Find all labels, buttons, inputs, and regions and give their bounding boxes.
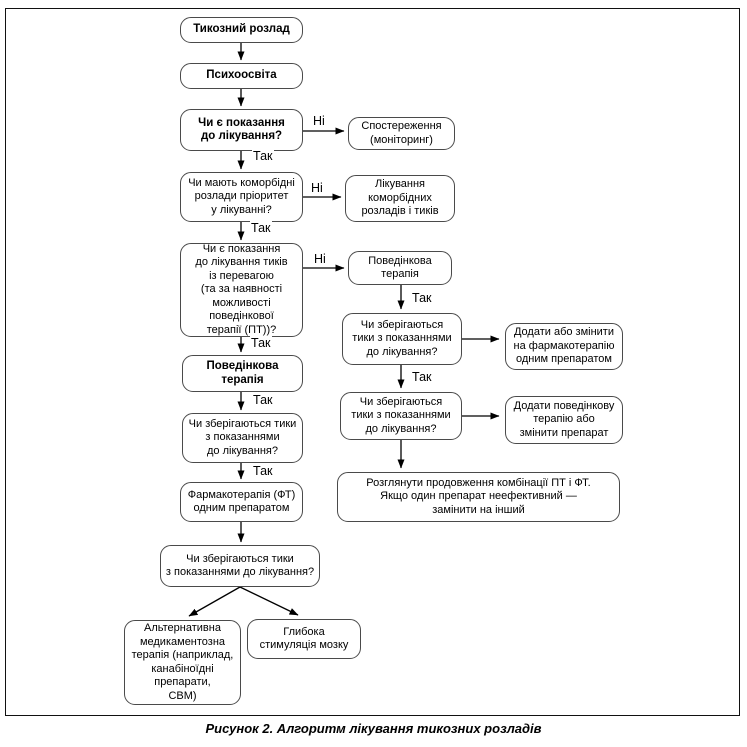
- node-pharmacotherapy: Фармакотерапія (ФТ) одним препаратом: [180, 482, 303, 522]
- node-question-treatment-indication: Чи є показання до лікування?: [180, 109, 303, 151]
- node-question-comorbid-priority: Чи мають коморбідні розлади пріоритет у …: [180, 172, 303, 222]
- node-question-tics-persist-wide: Чи зберігаються тики з показаннями до лі…: [160, 545, 320, 587]
- node-deep-brain-stimulation: Глибока стимуляція мозку: [247, 619, 361, 659]
- node-behavioral-therapy: Поведінкова терапія: [182, 355, 303, 392]
- node-add-pharmacotherapy: Додати або змінити на фармакотерапію одн…: [505, 323, 623, 370]
- edge-label-no-3: Ні: [313, 252, 327, 266]
- node-question-tics-persist-left: Чи зберігаються тики з показаннями до лі…: [182, 413, 303, 463]
- edge-label-yes-7: Так: [411, 370, 433, 384]
- node-alternative-therapy: Альтернативна медикаментозна терапія (на…: [124, 620, 241, 705]
- node-question-tics-persist-r1: Чи зберігаються тики з показаннями до лі…: [342, 313, 462, 365]
- edge-label-yes-2: Так: [250, 221, 272, 235]
- edge-label-yes-6: Так: [411, 291, 433, 305]
- edge-label-yes-5: Так: [252, 464, 274, 478]
- edge-label-no-2: Ні: [310, 181, 324, 195]
- node-comorbid-treatment: Лікування коморбідних розладів і тиків: [345, 175, 455, 222]
- node-add-behavioral-therapy: Додати поведінкову терапію або змінити п…: [505, 396, 623, 444]
- edge-label-no-1: Ні: [312, 114, 326, 128]
- node-tic-disorder: Тикозний розлад: [180, 17, 303, 43]
- node-observation-monitoring: Спостереження (моніторинг): [348, 117, 455, 150]
- edge-label-yes-1: Так: [252, 149, 274, 163]
- edge-label-yes-4: Так: [252, 393, 274, 407]
- edge-label-yes-3: Так: [250, 336, 272, 350]
- node-question-tics-persist-r2: Чи зберігаються тики з показаннями до лі…: [340, 392, 462, 440]
- figure-caption: Рисунок 2. Алгоритм лікування тикозних р…: [205, 721, 542, 736]
- node-continue-combination: Розглянути продовження комбінації ПТ і Ф…: [337, 472, 620, 522]
- arrow-lines: [188, 43, 500, 617]
- node-question-tics-predominant: Чи є показання до лікування тиків із пер…: [180, 243, 303, 337]
- node-behavioral-therapy-right: Поведінкова терапія: [348, 251, 452, 285]
- node-psychoeducation: Психоосвіта: [180, 63, 303, 89]
